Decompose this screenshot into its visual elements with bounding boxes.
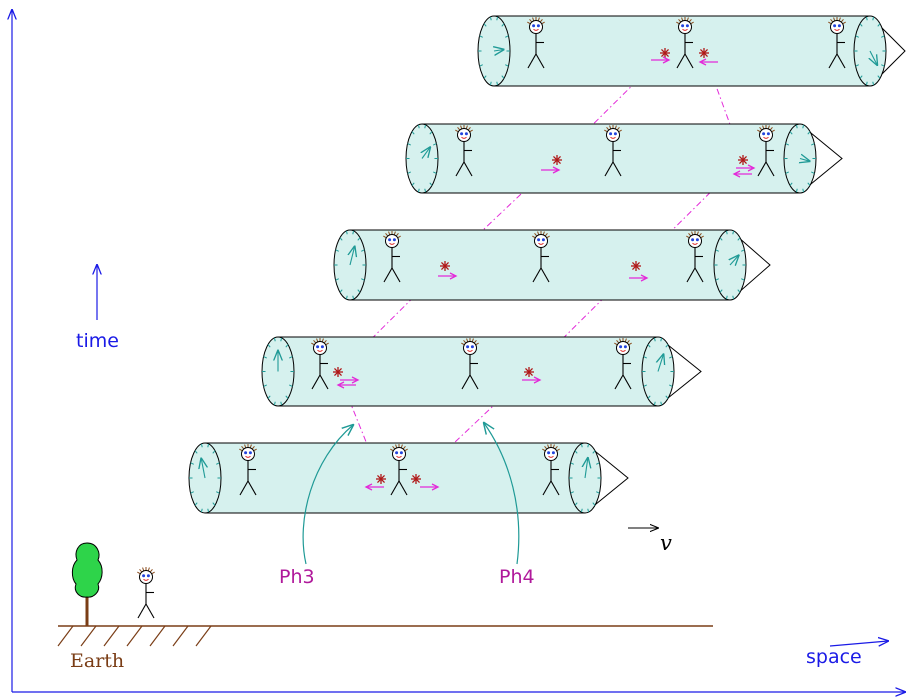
callout-ph4-curve xyxy=(484,423,520,565)
spaceship-frame-2 xyxy=(261,336,702,407)
front-clock-icon xyxy=(641,336,675,407)
front-clock-icon xyxy=(783,123,817,194)
photon-arrow xyxy=(340,376,360,384)
earth-ground: Earth xyxy=(57,542,713,672)
callouts: Ph3 Ph4 xyxy=(279,423,535,588)
velocity-label: v xyxy=(660,531,672,555)
passenger-icon xyxy=(686,231,704,283)
photon-arrow xyxy=(629,274,649,282)
rear-clock-icon xyxy=(188,442,222,514)
photon-arrow xyxy=(522,376,542,384)
emitter-icon xyxy=(660,48,670,58)
callout-ph3-label: Ph3 xyxy=(279,566,315,588)
photon-arrow xyxy=(651,56,671,64)
emitter-icon xyxy=(552,155,562,165)
photon-arrow xyxy=(336,381,356,389)
spaceship-frame-3 xyxy=(333,229,771,301)
front-clock-icon xyxy=(853,15,887,87)
tree-icon xyxy=(71,542,103,626)
spaceship-frame-5 xyxy=(477,15,906,87)
passenger-icon xyxy=(676,17,694,69)
earth-observer xyxy=(137,567,155,619)
photon-arrow xyxy=(438,272,458,280)
photon-arrow xyxy=(736,164,756,172)
photon-arrow xyxy=(364,483,384,491)
passenger-icon xyxy=(461,338,479,390)
emitter-icon xyxy=(524,367,534,377)
earth-person-icon xyxy=(137,567,155,619)
emitter-icon xyxy=(699,48,709,58)
space-axis-label: space xyxy=(806,646,862,668)
callout-ph4-label: Ph4 xyxy=(499,566,535,588)
spaceship-frame-1 xyxy=(188,442,629,514)
time-axis-label: time xyxy=(76,330,119,352)
passenger-icon xyxy=(455,125,473,177)
photon-arrow xyxy=(541,166,561,174)
front-clock-icon xyxy=(568,442,602,514)
photon-arrow xyxy=(420,483,440,491)
front-clock-icon xyxy=(713,229,747,301)
ground-label: Earth xyxy=(70,650,124,672)
passenger-icon xyxy=(527,17,545,69)
photon-arrow xyxy=(698,58,718,66)
ship-layer xyxy=(188,15,906,514)
space-arrow xyxy=(829,641,888,646)
passenger-icon xyxy=(614,338,632,390)
passenger-icon xyxy=(239,444,257,496)
rear-clock-icon xyxy=(405,123,439,194)
emitter-icon xyxy=(411,474,421,484)
emitter-icon xyxy=(376,474,386,484)
photon-arrow xyxy=(732,170,752,178)
ground-hatching xyxy=(57,625,212,647)
passenger-icon xyxy=(604,125,622,177)
callout-ph3-curve xyxy=(302,425,353,565)
passenger-icon xyxy=(383,231,401,283)
passenger-icon xyxy=(390,444,408,496)
emitter-icon xyxy=(738,155,748,165)
passenger-icon xyxy=(757,125,775,177)
rear-clock-icon xyxy=(261,336,295,407)
passenger-icon xyxy=(828,17,846,69)
emitter-icon xyxy=(333,367,343,377)
rear-clock-icon xyxy=(477,15,511,87)
emitter-icon xyxy=(631,261,641,271)
passenger-icon xyxy=(542,444,560,496)
rear-clock-icon xyxy=(333,229,367,301)
emitter-icon xyxy=(440,261,450,271)
passenger-icon xyxy=(532,231,550,283)
spaceship-frame-4 xyxy=(405,123,843,194)
passenger-icon xyxy=(311,338,329,390)
